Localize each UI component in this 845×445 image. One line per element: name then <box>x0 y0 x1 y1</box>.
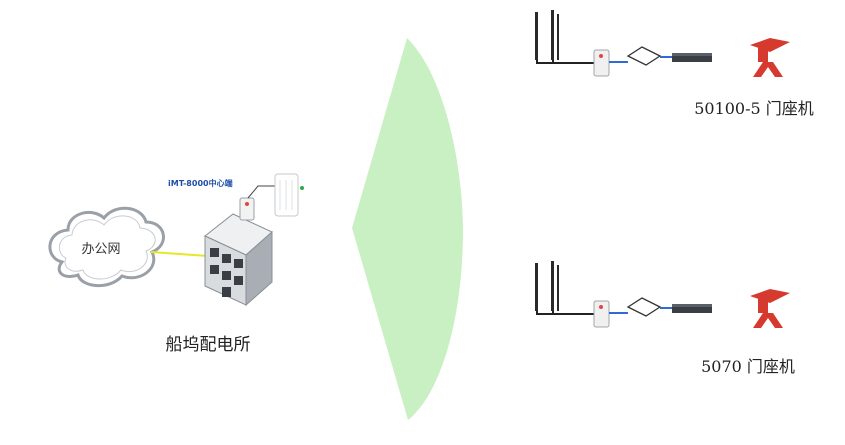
ethernet-link <box>150 251 209 257</box>
omni-antenna-icon <box>535 261 594 315</box>
controller-icon <box>672 304 712 313</box>
remote-site-label: 50100-5 门座机 <box>694 99 814 118</box>
switch-icon <box>626 297 662 317</box>
power-station-label: 船坞配电所 <box>166 335 251 355</box>
center-radio-icon <box>239 197 255 221</box>
remote-radio-icon <box>593 300 610 328</box>
antenna-cable <box>247 185 276 199</box>
crane-icon <box>748 289 790 329</box>
office-network-cloud <box>48 206 165 288</box>
center-device-label: iMT-8000中心端 <box>168 178 233 188</box>
remote-site-label: 5070 门座机 <box>701 357 795 376</box>
power-station-building-icon <box>204 213 273 307</box>
controller-icon <box>672 53 712 62</box>
remote-site-1: 50100-5 门座机 <box>535 10 814 118</box>
omni-antenna-icon <box>535 10 594 64</box>
crane-icon <box>748 38 790 78</box>
wireless-beam <box>352 38 463 420</box>
office-network-label: 办公网 <box>81 242 120 257</box>
remote-radio-icon <box>593 49 610 77</box>
switch-icon <box>626 46 662 66</box>
panel-antenna-icon <box>274 173 304 217</box>
remote-site-2: 5070 门座机 <box>535 261 795 376</box>
